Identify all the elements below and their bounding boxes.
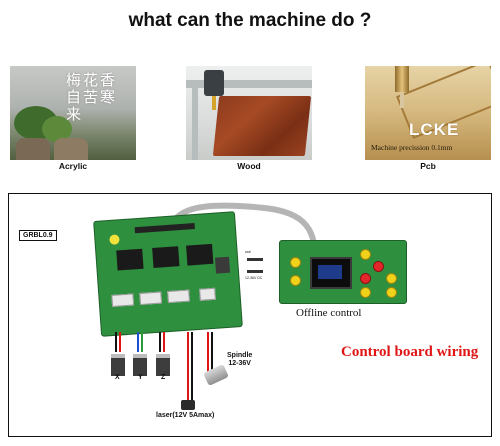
rail: [192, 88, 198, 160]
dc-label: 12-36V DC: [245, 276, 263, 280]
motor-terminal: [139, 291, 163, 306]
pot: [16, 138, 50, 160]
bit: [400, 92, 404, 108]
wiring-panel: GRBL0.9 usb 12-36V DC Offline control C: [8, 193, 492, 437]
offline-control-label: Offline control: [296, 307, 362, 319]
bit: [212, 96, 216, 110]
lcd-display: [318, 265, 342, 279]
plant: [42, 116, 72, 142]
acrylic-caption: Acrylic: [58, 161, 88, 171]
driver-chip: [152, 246, 180, 268]
stepper-motor-x: [111, 354, 125, 376]
pot: [54, 138, 88, 160]
pcb-logo-text: LCKE: [409, 120, 460, 139]
controller-button: [360, 287, 371, 298]
controller-button: [373, 261, 384, 272]
spindle-terminal: [199, 287, 216, 301]
spindle-wire: [207, 332, 209, 372]
usb-cable: [247, 258, 263, 261]
pcb-photo: LCKE Machine precission 0.1mm: [365, 66, 491, 160]
laser-wire: [187, 332, 189, 402]
controller-button: [386, 287, 397, 298]
stepper-motor-z: [156, 354, 170, 376]
lcd-screen: [310, 257, 352, 289]
laser-module: [181, 400, 195, 410]
rail: [186, 80, 312, 88]
motor-terminal: [111, 293, 135, 307]
usb-label: usb: [245, 250, 251, 254]
axis-label-z: Z: [161, 374, 166, 381]
wood-block: [212, 96, 312, 156]
spindle-name: Spindle: [227, 352, 253, 359]
spindle: [395, 66, 409, 92]
firmware-label: GRBL0.9: [19, 230, 57, 241]
motor-terminal: [167, 289, 190, 304]
laser-wire: [191, 332, 193, 402]
spindle-voltage: 12-36V: [228, 360, 251, 367]
controller-button: [360, 249, 371, 260]
driver-chip: [186, 243, 214, 266]
driver-chip: [116, 248, 144, 271]
precision-text: Machine precission 0.1mm: [371, 143, 453, 152]
wood-caption: Wood: [237, 161, 261, 171]
headline: what can the machine do ?: [128, 10, 372, 31]
wire: [163, 332, 165, 352]
control-board: [93, 211, 243, 337]
usb-port: [214, 256, 231, 274]
offline-controller: [279, 240, 407, 304]
acrylic-photo: 梅花香自苦寒来: [10, 66, 136, 160]
axis-label-y: Y: [138, 374, 143, 381]
spindle: [204, 70, 224, 96]
wood-photo: [186, 66, 312, 160]
wire: [119, 332, 121, 352]
spindle-label: Spindle 12-36V: [227, 352, 252, 368]
control-board-wiring-label: Control board wiring: [341, 344, 479, 360]
controller-button: [290, 275, 301, 286]
wire: [141, 332, 143, 352]
axis-label-x: X: [115, 374, 120, 381]
laser-label: laser(12V 5Amax): [156, 412, 215, 419]
stepper-motor-y: [133, 354, 147, 376]
engraved-text: 梅花香自苦寒来: [66, 71, 118, 123]
wire: [137, 332, 139, 352]
controller-button: [360, 273, 371, 284]
dc-cable: [247, 270, 263, 273]
capacitor: [109, 234, 120, 245]
controller-button: [386, 273, 397, 284]
spindle-wire: [211, 332, 213, 372]
wire: [115, 332, 117, 352]
pin-header: [134, 223, 195, 234]
pcb-caption: Pcb: [420, 161, 436, 171]
wire: [159, 332, 161, 352]
controller-button: [290, 257, 301, 268]
